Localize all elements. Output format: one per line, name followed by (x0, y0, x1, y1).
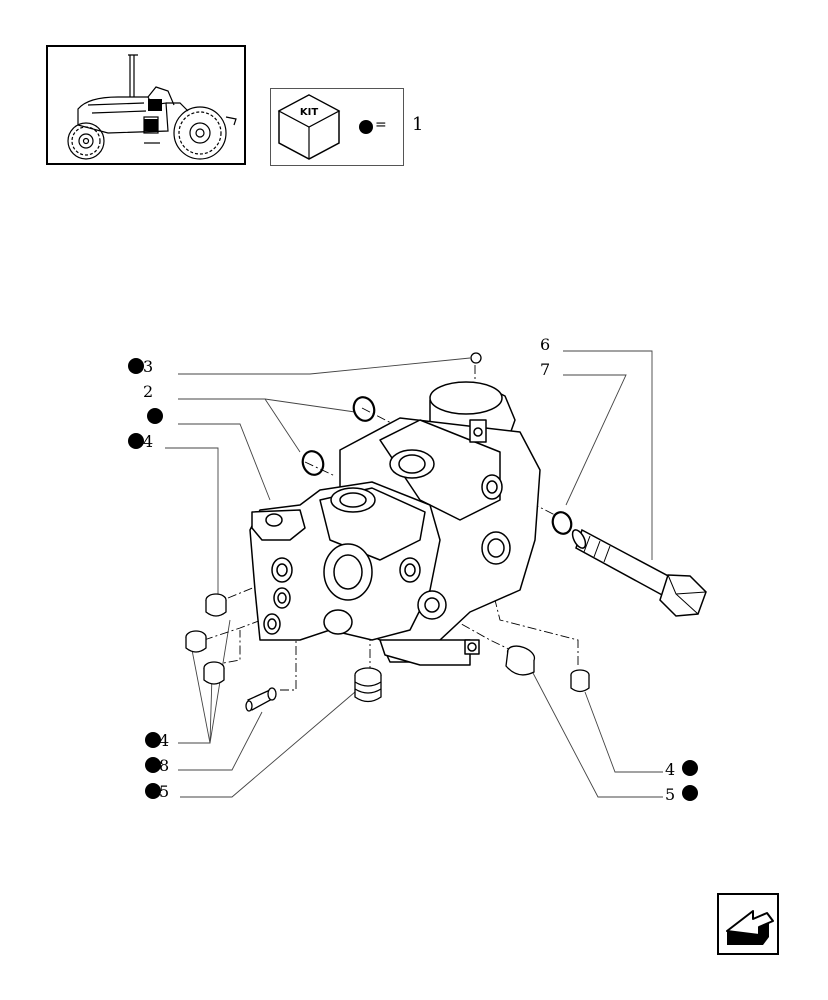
kit-marker-4-right (682, 760, 698, 776)
kit-label: KIT (300, 107, 318, 118)
plug-4-right (570, 669, 590, 693)
jet-8 (245, 687, 277, 712)
kit-marker-4-bottom-left (145, 732, 161, 748)
plugs (185, 593, 590, 712)
kit-marker-3 (128, 358, 144, 374)
kit-legend: KIT (270, 88, 404, 166)
plug-4-low (203, 661, 225, 685)
tractor-thumbnail (46, 45, 246, 165)
plug-4-top (205, 593, 227, 617)
callout-4-top[interactable]: 4 (143, 432, 154, 451)
kit-marker-8 (145, 757, 161, 773)
kit-marker-4-top (128, 433, 144, 449)
bolt (571, 528, 707, 617)
back-navigation-button[interactable] (717, 893, 779, 955)
check-ball (470, 352, 482, 364)
callout-4-right[interactable]: 4 (665, 760, 676, 779)
callout-7[interactable]: 7 (540, 360, 551, 379)
leader-lines (165, 350, 663, 798)
o-rings (301, 396, 573, 535)
plug-5-left (354, 667, 382, 703)
kit-cube-icon: KIT (277, 94, 341, 160)
kit-marker-1 (147, 408, 163, 424)
tractor-thumbnail-icon (67, 54, 237, 160)
plug-4-mid (185, 630, 207, 653)
kit-marker-5-left (145, 783, 161, 799)
callout-5-right[interactable]: 5 (665, 785, 676, 804)
callout-6[interactable]: 6 (540, 335, 551, 354)
kit-quantity: 1 (412, 114, 424, 135)
plug-5-right (505, 645, 536, 676)
kit-equals: = (375, 117, 387, 133)
callout-4-bottom-left[interactable]: 4 (159, 731, 170, 750)
callout-5-left[interactable]: 5 (159, 782, 170, 801)
kit-dot-icon (359, 120, 373, 134)
callout-3[interactable]: 3 (143, 357, 154, 376)
callout-2[interactable]: 2 (143, 382, 154, 401)
valve-body (249, 381, 541, 666)
kit-marker-5-right (682, 785, 698, 801)
back-arrow-icon (726, 910, 774, 945)
callout-8[interactable]: 8 (159, 756, 170, 775)
